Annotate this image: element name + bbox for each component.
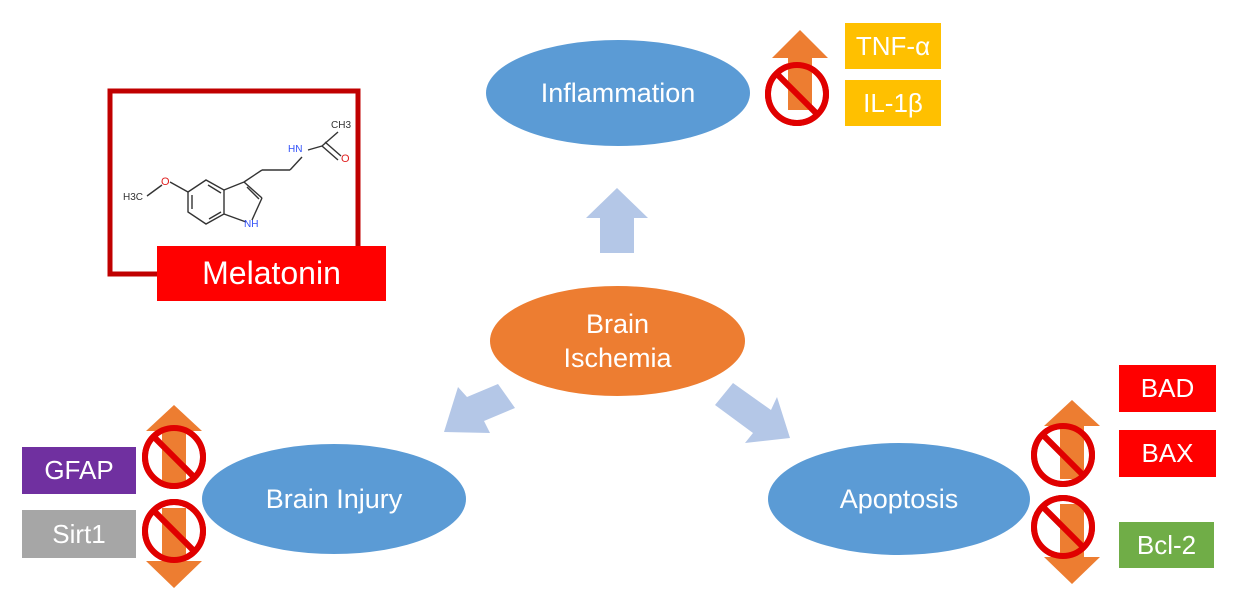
molecule-label-hn: HN — [288, 144, 303, 155]
node-brain-injury-label: Brain Injury — [265, 484, 403, 514]
up-arrow-bax — [1044, 400, 1100, 479]
node-brain-ischemia: Brain Ischemia — [490, 286, 745, 396]
arrow-to-apoptosis — [715, 383, 790, 443]
node-apoptosis: Apoptosis — [768, 443, 1030, 555]
up-arrow-gfap — [146, 405, 202, 486]
marker-bcl2: Bcl-2 — [1119, 522, 1214, 568]
molecule-label-nh-ring: NH — [244, 219, 259, 230]
marker-sirt1: Sirt1 — [22, 510, 136, 558]
node-brain-ischemia-label: Brain Ischemia — [563, 307, 671, 375]
up-arrow-inflammation — [772, 30, 828, 110]
arrow-to-inflammation — [586, 188, 648, 253]
node-inflammation-label: Inflammation — [540, 78, 696, 108]
molecule-label-ch3: CH3 — [331, 120, 352, 131]
node-brain-ischemia-line1: Brain — [585, 309, 649, 339]
molecule-label-h3c: H3C — [123, 192, 144, 203]
marker-il1b: IL-1β — [845, 80, 941, 126]
node-apoptosis-label: Apoptosis — [839, 484, 959, 514]
melatonin-label: Melatonin — [157, 246, 386, 301]
down-arrow-sirt1 — [146, 508, 202, 588]
arrow-to-brain-injury — [444, 384, 515, 433]
melatonin-frame — [107, 88, 361, 277]
molecule-label-o-methoxy: O — [161, 176, 170, 188]
marker-gfap: GFAP — [22, 447, 136, 494]
molecule-label-o-carbonyl: O — [341, 153, 350, 165]
marker-tnf-alpha: TNF-α — [845, 23, 941, 69]
node-brain-injury: Brain Injury — [202, 444, 466, 554]
node-brain-ischemia-line2: Ischemia — [563, 343, 672, 373]
marker-bax: BAX — [1119, 430, 1216, 477]
node-inflammation: Inflammation — [486, 40, 750, 146]
melatonin-structure-icon — [146, 131, 342, 225]
marker-bad: BAD — [1119, 365, 1216, 412]
down-arrow-bcl2 — [1044, 504, 1100, 584]
